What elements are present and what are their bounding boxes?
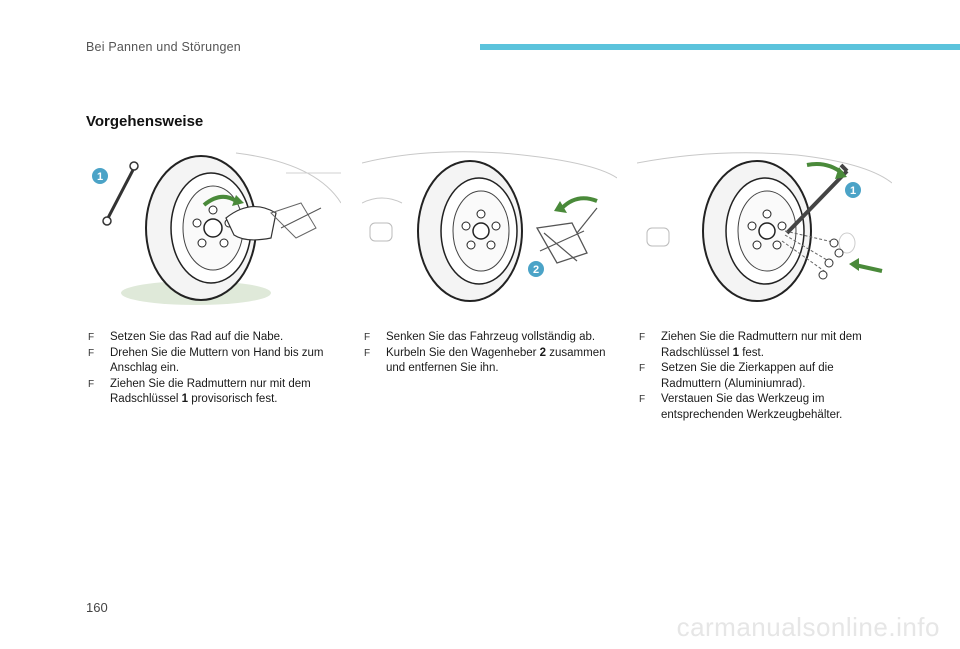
step-text: fest.	[739, 346, 764, 359]
step-text: Drehen Sie die Muttern von Hand bis zum …	[110, 346, 324, 375]
figure-tighten-with-wrench: 1	[637, 143, 892, 308]
list-item: F Setzen Sie die Zierkappen auf die Radmu…	[637, 361, 887, 392]
step-text: Ziehen Sie die Radmuttern nur mit dem Ra…	[661, 331, 862, 359]
list-item: F Kurbeln Sie den Wagenheber 2 zusammen u…	[362, 346, 612, 377]
callout-label: 2	[533, 264, 539, 276]
list-item: F Drehen Sie die Muttern von Hand bis zum…	[86, 346, 336, 377]
callout-label: 1	[850, 185, 856, 197]
reference-number: 1	[181, 393, 188, 405]
bullet-marker: F	[364, 347, 371, 359]
section-heading: Vorgehensweise	[86, 113, 204, 130]
bullet-marker: F	[639, 394, 646, 405]
header-accent-bar	[480, 44, 960, 50]
page-number: 160	[86, 600, 108, 615]
step-text: Verstauen Sie das Werkzeug im entspreche…	[661, 393, 843, 421]
bullet-marker: F	[364, 332, 371, 343]
list-item: F Ziehen Sie die Radmuttern nur mit dem R…	[637, 330, 887, 361]
list-item: F Verstauen Sie das Werkzeug im entsprech…	[637, 392, 887, 423]
watermark: carmanualsonline.info	[676, 612, 940, 642]
running-header: Bei Pannen und Störungen	[86, 40, 241, 54]
callout-label: 1	[97, 171, 103, 183]
step-text: provisorisch fest.	[188, 393, 278, 405]
reference-number: 1	[732, 346, 739, 359]
step-text: zusammen und entfernen Sie ihn.	[386, 346, 606, 375]
bullet-marker: F	[88, 332, 95, 343]
reference-number: 2	[539, 346, 547, 359]
bullet-marker: F	[639, 332, 646, 343]
list-item: F Ziehen Sie die Radmuttern nur mit dem R…	[86, 377, 336, 408]
figure-tighten-by-hand: 1	[86, 143, 341, 308]
list-item: F Setzen Sie das Rad auf die Nabe.	[86, 330, 336, 346]
bullet-marker: F	[639, 363, 646, 374]
steps-list-2: F Senken Sie das Fahrzeug vollständig ab.…	[362, 330, 612, 377]
step-text: Setzen Sie das Rad auf die Nabe.	[110, 331, 284, 343]
bullet-marker: F	[88, 347, 95, 359]
step-text: Kurbeln Sie den Wagenheber	[386, 346, 540, 359]
figure-lower-vehicle: 2	[362, 143, 617, 308]
list-item: F Senken Sie das Fahrzeug vollständig ab.	[362, 330, 612, 346]
step-text: Setzen Sie die Zierkappen auf die Radmut…	[661, 362, 834, 390]
step-text: Ziehen Sie die Radmuttern nur mit dem Ra…	[110, 377, 311, 406]
bullet-marker: F	[88, 378, 95, 390]
step-text: Senken Sie das Fahrzeug vollständig ab.	[386, 331, 596, 343]
steps-list-3: F Ziehen Sie die Radmuttern nur mit dem R…	[637, 330, 887, 423]
steps-list-1: F Setzen Sie das Rad auf die Nabe. F Drehe…	[86, 330, 336, 408]
